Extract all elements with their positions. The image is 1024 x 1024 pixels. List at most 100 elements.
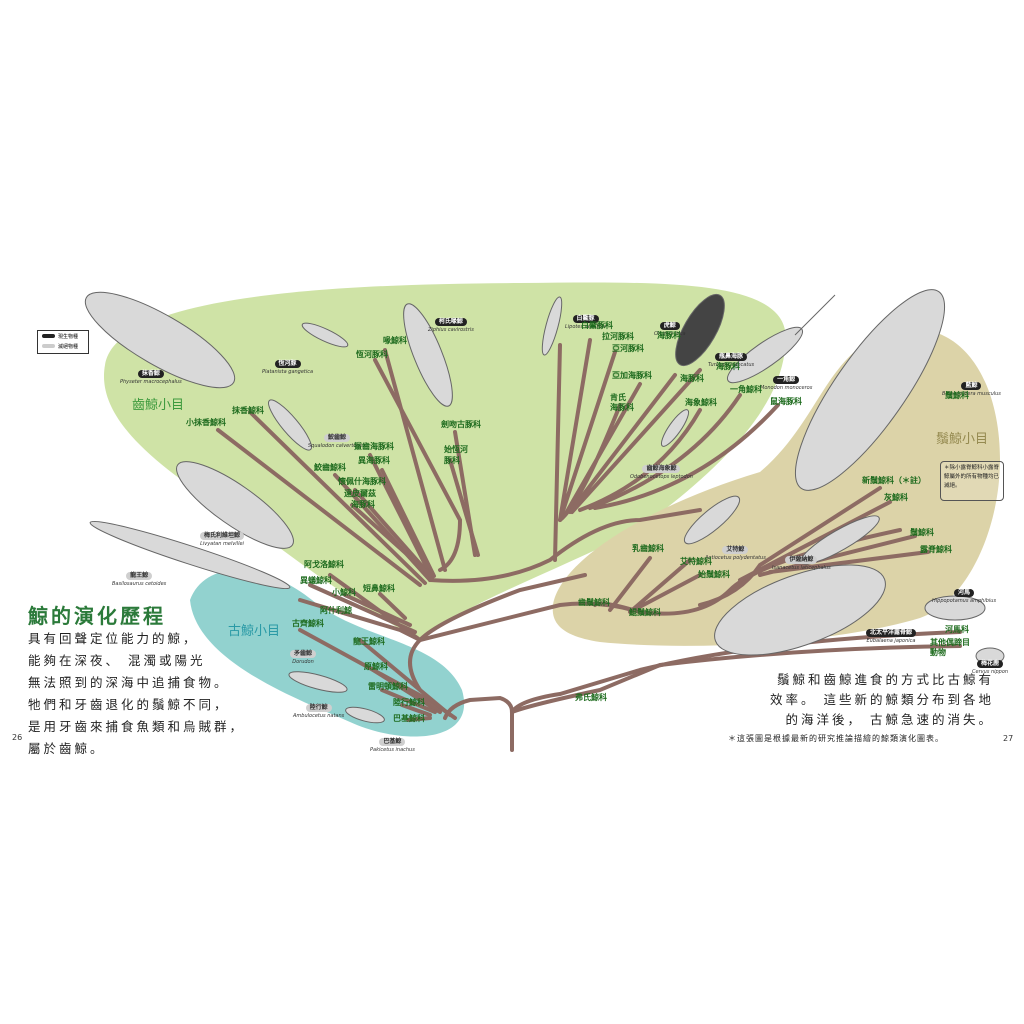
family-label: 小鯨科 <box>332 588 356 597</box>
family-label: 龍王鯨科 <box>353 637 385 646</box>
blue-whale-illustration <box>794 289 946 491</box>
legend-extinct: 滅絕物種 <box>58 343 79 350</box>
family-label: 亞河豚科 <box>612 344 644 353</box>
legend-living: 現生物種 <box>58 333 79 340</box>
family-label: 灰鯨科 <box>884 493 908 502</box>
family-label: 拉河豚科 <box>602 332 634 341</box>
right-whale-illustration <box>714 564 886 656</box>
pakicetus-illustration <box>345 706 385 724</box>
family-label: 小抹香鯨科 <box>186 418 226 427</box>
group-archaeocete: 古鯨小目 <box>228 624 281 639</box>
page-number-right: 27 <box>1003 734 1014 743</box>
family-label: 其他偶蹄目 <box>930 638 970 647</box>
family-label: 海豚科 <box>610 403 634 412</box>
group-baleen: 鬚鯨小目 <box>936 432 989 447</box>
family-label: 白鱀豚科 <box>581 321 613 330</box>
family-label: 河馬科 <box>945 625 969 634</box>
family-label: 動物 <box>930 648 946 657</box>
family-label: 乳齒鯨科 <box>632 544 664 553</box>
family-label: 短鼻鯨科 <box>363 584 395 593</box>
family-label: 阿什利鯨 <box>320 606 352 615</box>
family-label: 海豚科 <box>716 362 740 371</box>
family-label: 喙鯨科 <box>383 336 407 345</box>
family-label: 鯊齒海豚科 <box>354 442 394 451</box>
family-label: 齒鬚鯨科 <box>578 598 610 607</box>
family-label: 巴基鯨科 <box>393 714 425 723</box>
dorudon-illustration <box>288 671 348 693</box>
family-label: 遠皮爾茲 <box>344 489 376 498</box>
family-label: 海豚科 <box>680 374 704 383</box>
narwhal-illustration <box>727 326 803 384</box>
family-label: 始鬚鯨科 <box>698 570 730 579</box>
group-toothed: 齒鯨小目 <box>132 398 185 413</box>
footnote-box: ＊除小露脊鯨科小露脊鯨屬外的所有物種均已滅絕。 <box>940 461 1004 501</box>
baiji-illustration <box>541 296 563 356</box>
odobenocetops-illustration <box>660 409 690 447</box>
family-label: 鼠海豚科 <box>770 397 802 406</box>
family-label: 肯氏 <box>610 393 626 402</box>
family-label: 艾特鯨科 <box>680 557 712 566</box>
sperm-whale-illustration <box>84 291 236 389</box>
family-label: 異海豚科 <box>358 456 390 465</box>
family-label: 一角鯨科 <box>730 385 762 394</box>
family-label: 海豚科 <box>351 500 375 509</box>
animal-illustrations <box>84 289 1005 724</box>
left-body-text: 具有回聲定位能力的鯨，能夠在深夜、 混濁或陽光無法照到的深海中追捕食物。 牠們和… <box>28 631 246 756</box>
family-label: 劍吻古豚科 <box>441 420 481 429</box>
family-label: 異蟻鯨科 <box>300 576 332 585</box>
family-label: 雷明頓鯨科 <box>368 682 408 691</box>
family-label: 鬚鯨科 <box>945 391 969 400</box>
family-label: 阿戈洛鯨科 <box>304 560 344 569</box>
family-label: 抹香鯨科 <box>232 406 264 415</box>
family-label: 始恆河 <box>444 445 468 454</box>
livyatan-illustration <box>176 461 294 549</box>
toothed-whale-region <box>103 282 786 640</box>
family-label: 新鬚鯨科（＊註） <box>862 476 926 485</box>
squalodon-illustration <box>268 399 312 451</box>
family-label: 海象鯨科 <box>685 398 717 407</box>
legend: 現生物種 滅絕物種 <box>37 330 89 354</box>
family-label: 弗氏鯨科 <box>575 693 607 702</box>
aetiocetus-illustration <box>683 495 741 545</box>
family-label: 海豚科 <box>657 331 681 340</box>
page-number-left: 26 <box>12 733 23 742</box>
basilosaurus-illustration <box>89 520 291 590</box>
orca-illustration <box>675 293 725 367</box>
family-label: 恆河豚科 <box>356 350 388 359</box>
family-label: 古齊鯨科 <box>292 619 324 628</box>
family-label: 原鯨科 <box>364 662 388 671</box>
beaked-whale-illustration <box>403 303 453 407</box>
family-label: 鮫齒鯨科 <box>314 463 346 472</box>
right-body-text: 鬚鯨和齒鯨進食的方式比古鯨有效率。 這些新的鯨類分布到各地的海洋後， 古鯨急速的… <box>770 672 994 727</box>
family-label: 鯤鬚鯨科 <box>629 608 661 617</box>
family-label: 露脊鯨科 <box>920 545 952 554</box>
family-label: 鬚鯨科 <box>910 528 934 537</box>
footnote: ＊這張圖是根據最新的研究推論描繪的鯨類演化圖表。 <box>728 734 944 743</box>
family-label: 懷佩什海豚科 <box>338 477 386 486</box>
family-label: 豚科 <box>444 456 460 465</box>
ganges-dolphin-illustration <box>301 322 349 348</box>
page-title: 鯨的演化歷程 <box>28 604 166 628</box>
family-label: 陸行鯨科 <box>393 698 425 707</box>
